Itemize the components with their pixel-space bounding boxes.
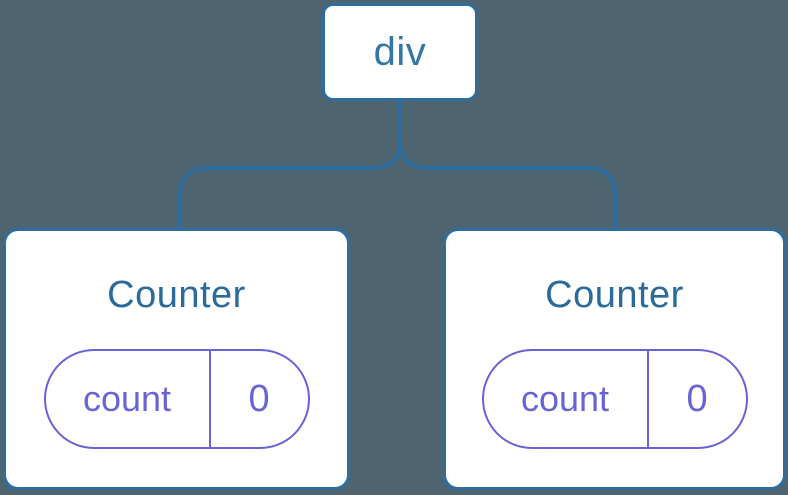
counter-component-card-right: Counter count 0 [443,228,786,490]
state-key-label: count [484,351,649,447]
counter-component-card-left: Counter count 0 [3,228,350,490]
component-title: Counter [545,274,684,316]
root-node-label: div [373,29,427,74]
component-title: Counter [107,274,246,316]
connector-right-branch [398,99,617,229]
connector-left-branch [178,99,402,229]
state-value: 0 [248,377,270,420]
state-pill: count 0 [481,349,748,449]
state-key-label: count [46,351,211,447]
root-node-div: div [322,3,478,101]
state-pill: count 0 [43,349,310,449]
state-value: 0 [686,377,708,420]
